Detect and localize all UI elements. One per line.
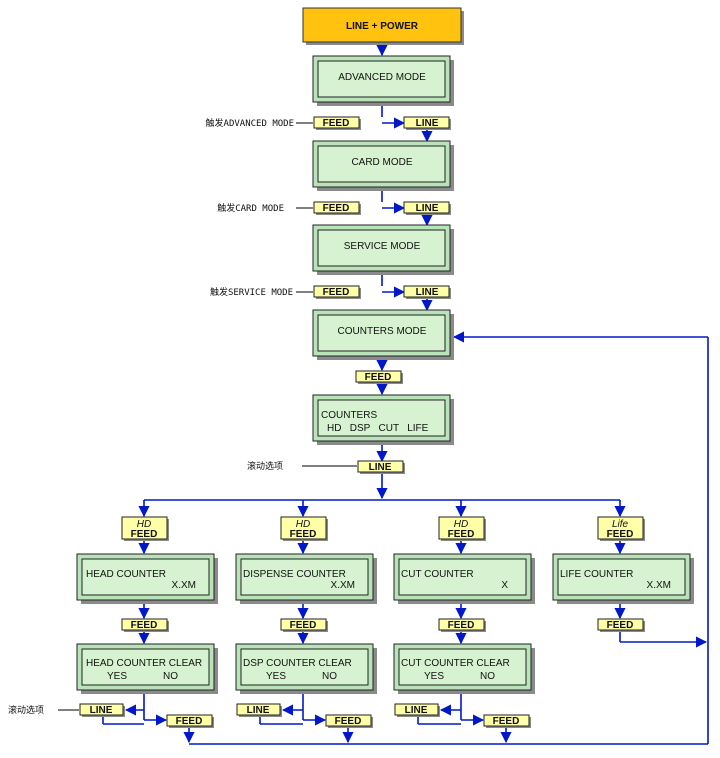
life-counter-feed-key[interactable]: FEED — [597, 618, 645, 632]
counters-box: COUNTERS HD DSP CUT LIFE — [312, 394, 454, 445]
service-mode-box: SERVICE MODE — [312, 224, 454, 275]
line-power-label: LINE + POWER — [346, 21, 419, 32]
cut-clear-line-key[interactable]: LINE — [394, 703, 440, 717]
dispense-counter-feed-key[interactable]: FEED — [280, 618, 328, 632]
dsp-clear-line-key[interactable]: LINE — [236, 703, 282, 717]
svg-text:HD: HD — [296, 519, 310, 530]
svg-text:LINE: LINE — [90, 705, 113, 716]
advanced-mode-label: ADVANCED MODE — [338, 72, 426, 83]
life-counter-box: LIFE COUNTER X.XM — [552, 553, 694, 604]
card-mode-label: CARD MODE — [351, 157, 412, 168]
hd-feed-key-cut[interactable]: HD FEED — [438, 516, 486, 541]
head-clear-line-key[interactable]: LINE — [79, 703, 125, 717]
svg-text:FEED: FEED — [448, 529, 475, 540]
head-counter-box: HEAD COUNTER X.XM — [76, 553, 218, 604]
dsp-counter-clear-title: DSP COUNTER CLEAR — [243, 658, 352, 669]
hd-feed-key-dispense[interactable]: HD FEED — [280, 516, 328, 541]
svg-text:FEED: FEED — [323, 287, 350, 298]
cut-counter-value: X — [501, 580, 508, 591]
cut-counter-title: CUT COUNTER — [401, 569, 474, 580]
svg-text:FEED: FEED — [290, 620, 317, 631]
dsp-counter-clear-box: DSP COUNTER CLEAR YES NO — [235, 643, 377, 694]
cut-counter-clear-box: CUT COUNTER CLEAR YES NO — [393, 643, 535, 694]
card-mode-box: CARD MODE — [312, 140, 454, 191]
head-counter-feed-key[interactable]: FEED — [121, 618, 169, 632]
service-feed-key[interactable]: FEED — [313, 285, 361, 299]
cut-clear-no[interactable]: NO — [480, 671, 495, 682]
svg-text:LINE: LINE — [416, 118, 439, 129]
svg-text:FEED: FEED — [365, 372, 392, 383]
cut-clear-feed-key[interactable]: FEED — [483, 714, 531, 728]
svg-text:FEED: FEED — [448, 620, 475, 631]
advanced-feed-key[interactable]: FEED — [313, 116, 361, 130]
connectors — [102, 43, 709, 745]
svg-text:FEED: FEED — [290, 529, 317, 540]
svg-text:LINE: LINE — [247, 705, 270, 716]
counters-mode-label: COUNTERS MODE — [338, 326, 427, 337]
svg-text:FEED: FEED — [493, 716, 520, 727]
head-clear-yes[interactable]: YES — [107, 671, 127, 682]
card-feed-key[interactable]: FEED — [313, 201, 361, 215]
cut-clear-yes[interactable]: YES — [424, 671, 444, 682]
card-line-key[interactable]: LINE — [403, 201, 451, 215]
counters-mode-box: COUNTERS MODE — [312, 309, 454, 360]
dispense-counter-box: DISPENSE COUNTER X.XM — [235, 553, 377, 604]
advanced-line-key[interactable]: LINE — [403, 116, 451, 130]
advanced-mode-box: ADVANCED MODE — [312, 55, 454, 106]
svg-text:HD: HD — [137, 519, 151, 530]
hd-feed-key-head[interactable]: HD FEED — [121, 516, 169, 541]
head-counter-title: HEAD COUNTER — [86, 569, 166, 580]
scroll-options-label: 滚动选项 — [247, 460, 283, 472]
svg-text:FEED: FEED — [323, 118, 350, 129]
cut-counter-clear-title: CUT COUNTER CLEAR — [401, 658, 510, 669]
cut-counter-box: CUT COUNTER X — [393, 553, 535, 604]
counters-box-line1: COUNTERS — [321, 410, 377, 421]
head-clear-no[interactable]: NO — [163, 671, 178, 682]
svg-text:HD: HD — [454, 519, 468, 530]
trigger-card-label: 触发CARD MODE — [217, 202, 284, 214]
counters-line-key[interactable]: LINE — [357, 460, 405, 474]
life-counter-value: X.XM — [647, 580, 671, 591]
cut-counter-feed-key[interactable]: FEED — [438, 618, 486, 632]
life-feed-key[interactable]: Life FEED — [597, 516, 645, 541]
counters-box-line2: HD DSP CUT LIFE — [327, 423, 429, 434]
counters-feed-key[interactable]: FEED — [355, 370, 403, 384]
svg-text:FEED: FEED — [131, 620, 158, 631]
head-counter-clear-box: HEAD COUNTER CLEAR YES NO — [76, 643, 218, 694]
dsp-clear-no[interactable]: NO — [322, 671, 337, 682]
head-clear-feed-key[interactable]: FEED — [166, 714, 214, 728]
side-label-leaders — [58, 122, 357, 711]
scroll-options-label-bottom: 滚动选项 — [8, 704, 44, 716]
line-power-box: LINE + POWER — [302, 7, 464, 45]
svg-text:LINE: LINE — [369, 462, 392, 473]
dispense-counter-title: DISPENSE COUNTER — [243, 569, 346, 580]
dsp-clear-feed-key[interactable]: FEED — [325, 714, 373, 728]
dsp-clear-yes[interactable]: YES — [266, 671, 286, 682]
svg-text:FEED: FEED — [323, 203, 350, 214]
service-mode-label: SERVICE MODE — [344, 241, 421, 252]
svg-text:LINE: LINE — [416, 287, 439, 298]
life-counter-title: LIFE COUNTER — [560, 569, 633, 580]
svg-text:FEED: FEED — [607, 620, 634, 631]
trigger-advanced-label: 触发ADVANCED MODE — [206, 117, 294, 129]
trigger-service-label: 触发SERVICE MODE — [210, 286, 293, 298]
svg-text:LINE: LINE — [405, 705, 428, 716]
svg-text:FEED: FEED — [176, 716, 203, 727]
svg-text:FEED: FEED — [335, 716, 362, 727]
service-line-key[interactable]: LINE — [403, 285, 451, 299]
dispense-counter-value: X.XM — [331, 580, 355, 591]
head-counter-value: X.XM — [172, 580, 196, 591]
head-counter-clear-title: HEAD COUNTER CLEAR — [86, 658, 202, 669]
svg-text:FEED: FEED — [131, 529, 158, 540]
svg-text:LINE: LINE — [416, 203, 439, 214]
svg-text:FEED: FEED — [607, 529, 634, 540]
svg-text:Life: Life — [612, 519, 629, 530]
